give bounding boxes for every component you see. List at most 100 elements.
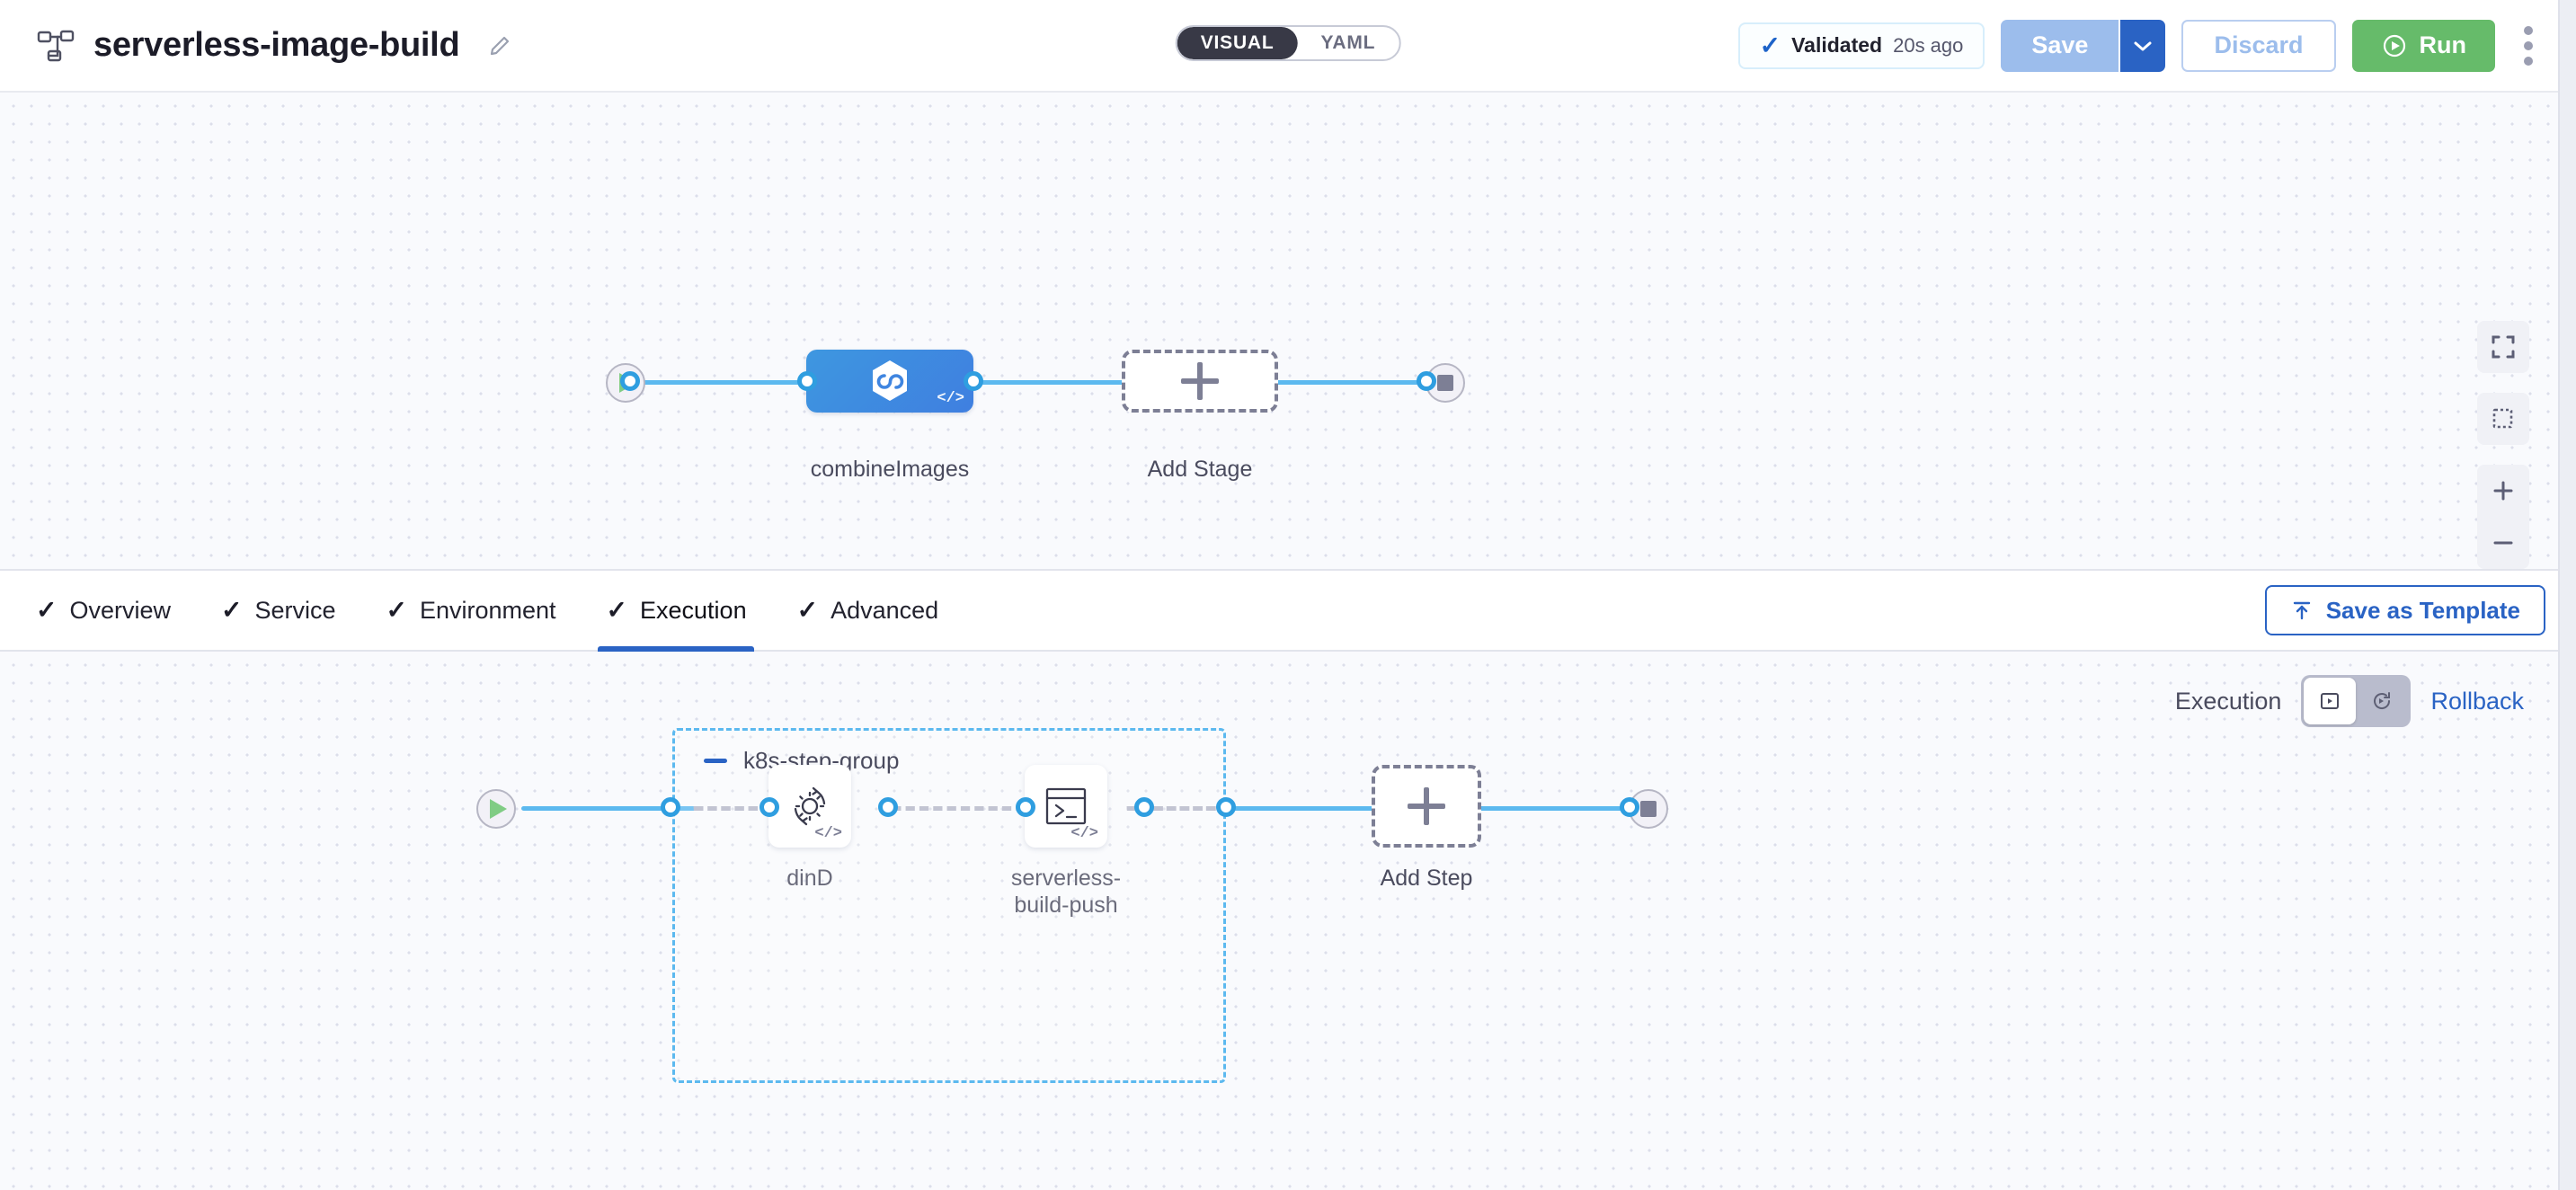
execution-rollback-switcher[interactable]: Execution Rollback <box>2175 675 2524 727</box>
selection-box-button[interactable] <box>2477 393 2529 445</box>
chevron-down-icon <box>2132 39 2154 53</box>
page-title: serverless-image-build <box>93 26 459 65</box>
save-button[interactable]: Save <box>2001 20 2119 72</box>
run-button[interactable]: Run <box>2352 20 2495 72</box>
code-badge: </> <box>814 825 842 842</box>
tab-visual-mode[interactable]: VISUAL <box>1177 27 1298 59</box>
save-split-button[interactable]: Save <box>2001 20 2165 72</box>
tab-service[interactable]: ✓ Service <box>212 571 378 650</box>
plus-icon <box>2490 477 2517 504</box>
tab-execution[interactable]: ✓ Execution <box>598 571 788 650</box>
visual-yaml-toggle[interactable]: VISUAL YAML <box>1176 25 1401 61</box>
code-badge: </> <box>937 390 964 407</box>
port-buildpush-out[interactable] <box>1134 797 1154 817</box>
play-box-icon <box>2318 689 2341 713</box>
execution-mode-label: Execution <box>2175 688 2282 715</box>
tab-label: Service <box>254 597 335 625</box>
template-upload-icon <box>2290 599 2314 622</box>
tab-advanced[interactable]: ✓ Advanced <box>788 571 981 650</box>
tab-label: Overview <box>69 597 171 625</box>
add-stage-button[interactable] <box>1122 350 1278 413</box>
rollback-label[interactable]: Rollback <box>2430 688 2524 715</box>
zoom-in-button[interactable] <box>2477 465 2529 517</box>
port-stage-out[interactable] <box>964 371 983 391</box>
execution-mode-toggle[interactable] <box>2301 675 2411 727</box>
run-label: Run <box>2420 31 2466 59</box>
zoom-out-button[interactable] <box>2477 517 2529 569</box>
header-actions: ✓ Validated 20s ago Save Discard Run <box>1738 17 2545 75</box>
port-buildpush-in[interactable] <box>1016 797 1035 817</box>
rollback-icon <box>2370 689 2394 713</box>
tab-environment[interactable]: ✓ Environment <box>378 571 598 650</box>
play-circle-icon <box>2381 32 2408 59</box>
stage-node-combineimages[interactable]: </> <box>806 350 973 413</box>
stop-icon <box>1640 801 1657 817</box>
port-group-out[interactable] <box>1216 797 1236 817</box>
validated-label: Validated <box>1791 33 1882 58</box>
fit-screen-icon <box>2490 333 2517 360</box>
port-group-in[interactable] <box>661 797 680 817</box>
checkmark-icon: ✓ <box>1760 33 1781 58</box>
zoom-in-out-group[interactable] <box>2477 465 2529 569</box>
port-start-out[interactable] <box>620 371 640 391</box>
tab-overview[interactable]: ✓ Overview <box>36 571 212 650</box>
rollback-mode-button[interactable] <box>2356 678 2408 724</box>
start-node[interactable] <box>476 789 516 829</box>
save-dropdown-button[interactable] <box>2119 20 2165 72</box>
tab-list: ✓ Overview ✓ Service ✓ Environment ✓ Exe… <box>36 571 980 650</box>
add-step-label: Add Step <box>1355 866 1498 892</box>
app-header: serverless-image-build VISUAL YAML ✓ Val… <box>0 0 2576 93</box>
plus-icon <box>1181 362 1219 400</box>
minus-icon <box>2490 529 2517 556</box>
fit-to-screen-button[interactable] <box>2477 321 2529 373</box>
port-stage-in[interactable] <box>797 371 817 391</box>
tab-label: Environment <box>420 597 556 625</box>
save-as-template-button[interactable]: Save as Template <box>2265 585 2545 635</box>
tab-yaml-mode[interactable]: YAML <box>1298 27 1399 59</box>
stop-icon <box>1437 375 1453 391</box>
plus-icon <box>1408 787 1445 825</box>
tab-label: Advanced <box>831 597 938 625</box>
checkmark-icon: ✓ <box>36 598 57 623</box>
step-group-k8s[interactable]: k8s-step-group <box>672 728 1226 1083</box>
play-icon <box>490 799 507 819</box>
pipeline-nodes-icon <box>36 28 76 64</box>
edge-start-to-stage <box>629 380 809 385</box>
add-stage-label: Add Stage <box>1092 457 1308 484</box>
edge-group-to-addstep <box>1227 806 1375 811</box>
port-dind-out[interactable] <box>878 797 898 817</box>
validated-timestamp: 20s ago <box>1893 34 1963 58</box>
add-step-button[interactable] <box>1372 765 1481 848</box>
pencil-icon[interactable] <box>486 32 513 59</box>
header-left: serverless-image-build <box>36 26 513 65</box>
port-dind-in[interactable] <box>759 797 779 817</box>
checkmark-icon: ✓ <box>607 598 627 623</box>
code-badge: </> <box>1070 825 1098 842</box>
checkmark-icon: ✓ <box>221 598 242 623</box>
port-end-in[interactable] <box>1620 797 1639 817</box>
edge-addstage-to-end <box>1276 380 1427 385</box>
terminal-icon <box>1042 784 1090 829</box>
edge-stage-to-addstage <box>971 380 1125 385</box>
checkmark-icon: ✓ <box>797 598 818 623</box>
ci-hexagon-icon <box>864 355 916 407</box>
stage-config-tabs: ✓ Overview ✓ Service ✓ Environment ✓ Exe… <box>0 569 2576 652</box>
minus-icon[interactable] <box>704 759 727 763</box>
tab-label: Execution <box>640 597 747 625</box>
marquee-select-icon <box>2490 405 2517 432</box>
checkmark-icon: ✓ <box>386 598 407 623</box>
execution-mode-button[interactable] <box>2304 678 2356 724</box>
canvas-zoom-controls[interactable] <box>2477 321 2529 569</box>
step-node-dind[interactable]: </> <box>768 765 851 848</box>
execution-canvas[interactable]: Execution Rollback <box>0 652 2576 1190</box>
stage-label-combineimages: combineImages <box>768 457 1011 484</box>
port-end-in[interactable] <box>1417 371 1436 391</box>
status-badge-validated: ✓ Validated 20s ago <box>1738 22 1985 69</box>
save-as-template-label: Save as Template <box>2326 597 2520 625</box>
right-scroll-gutter[interactable] <box>2558 0 2576 1190</box>
kebab-menu-icon[interactable] <box>2511 17 2545 75</box>
step-node-serverless-build-push[interactable]: </> <box>1025 765 1107 848</box>
stage-canvas[interactable]: </> combineImages Add Stage <box>0 93 2576 569</box>
discard-button[interactable]: Discard <box>2181 20 2335 72</box>
